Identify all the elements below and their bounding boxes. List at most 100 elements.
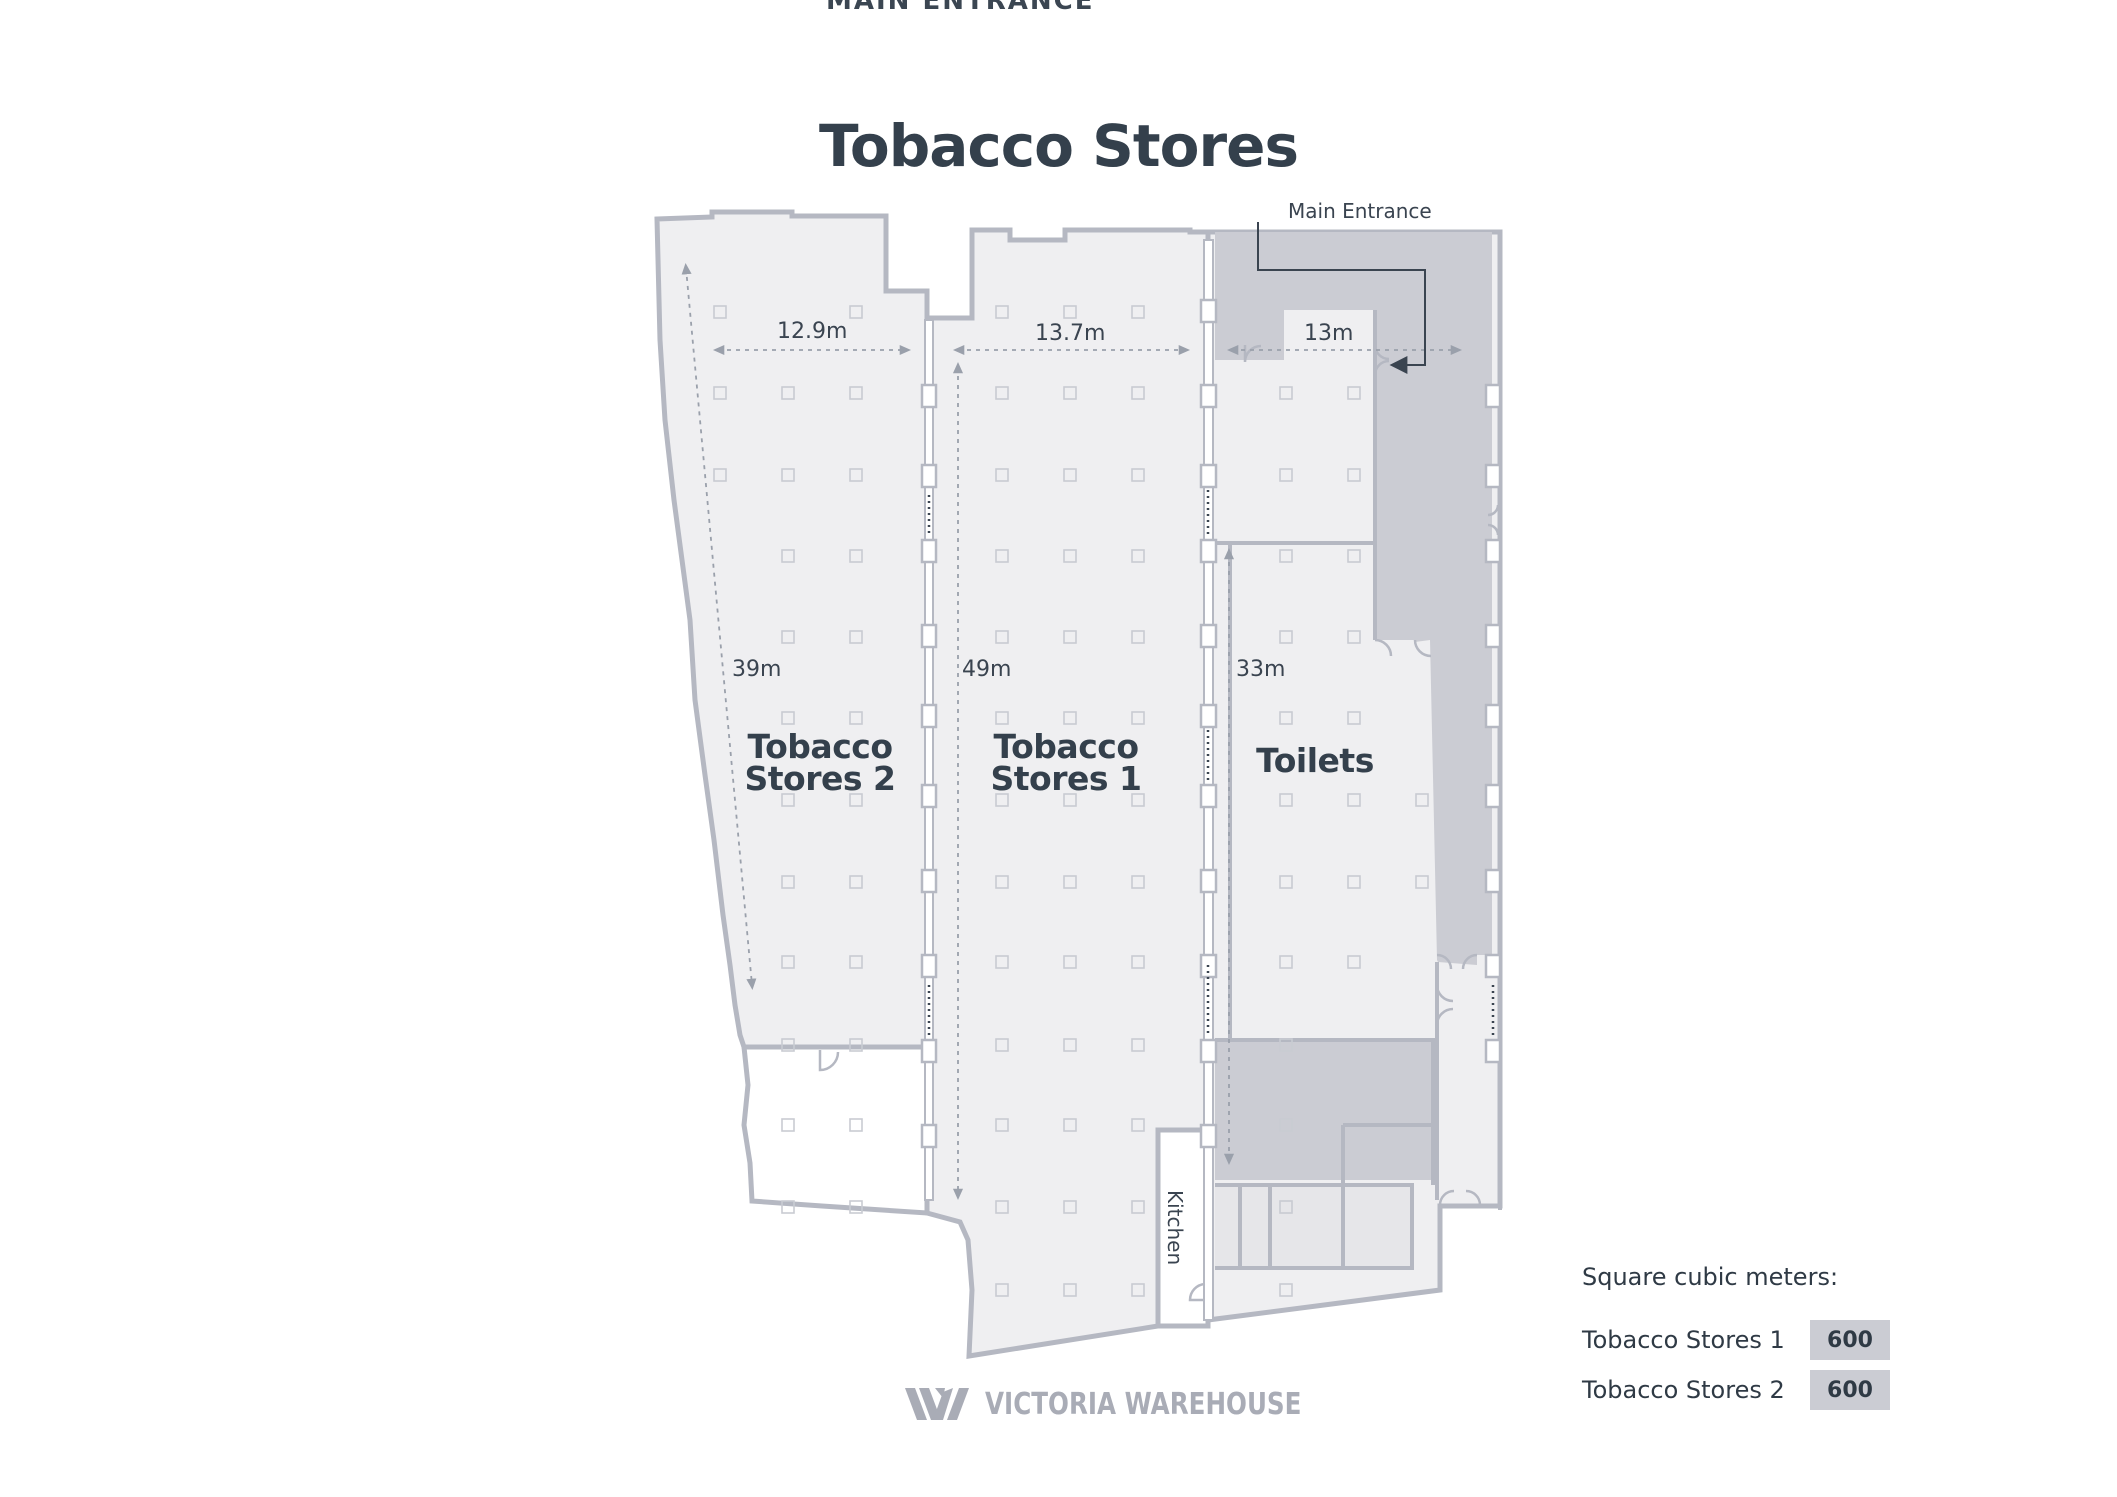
- column-marker: [1063, 1283, 1077, 1297]
- column-marker: [1131, 1283, 1145, 1297]
- column-grid: [713, 305, 1429, 1297]
- column-marker: [849, 793, 863, 807]
- room-label-stores-2-line1: Tobacco: [748, 727, 893, 766]
- column-marker: [1279, 630, 1293, 644]
- legend-row: Tobacco Stores 2 600: [1582, 1365, 1912, 1415]
- legend-heading: Square cubic meters:: [1582, 1263, 1839, 1291]
- column-marker: [849, 711, 863, 725]
- column-marker: [1063, 468, 1077, 482]
- column-marker: [781, 386, 795, 400]
- legend-label: Tobacco Stores 1: [1582, 1326, 1785, 1354]
- legend-row: Tobacco Stores 1 600: [1582, 1315, 1912, 1365]
- column-marker: [1063, 875, 1077, 889]
- column-marker: [995, 955, 1009, 969]
- column-marker: [1279, 549, 1293, 563]
- column-marker: [849, 1200, 863, 1214]
- column-marker: [1131, 386, 1145, 400]
- column-marker: [1347, 630, 1361, 644]
- column-marker: [1063, 386, 1077, 400]
- column-marker: [849, 875, 863, 889]
- column-marker: [849, 549, 863, 563]
- column-marker: [1347, 793, 1361, 807]
- column-marker: [849, 1118, 863, 1132]
- column-marker: [781, 955, 795, 969]
- column-marker: [1063, 1200, 1077, 1214]
- column-marker: [1279, 875, 1293, 889]
- column-marker: [849, 468, 863, 482]
- column-marker: [781, 875, 795, 889]
- column-marker: [1063, 1038, 1077, 1052]
- column-marker: [1347, 386, 1361, 400]
- legend-label: Tobacco Stores 2: [1582, 1376, 1785, 1404]
- column-marker: [1279, 1283, 1293, 1297]
- column-marker: [849, 955, 863, 969]
- service-block: [1215, 1040, 1433, 1180]
- column-marker: [1131, 711, 1145, 725]
- page-title: Tobacco Stores: [819, 112, 1299, 180]
- column-marker: [781, 711, 795, 725]
- dim-toilets-width: 13m: [1304, 321, 1353, 346]
- column-marker: [1063, 305, 1077, 319]
- entrance-path: [1257, 222, 1426, 374]
- partition-wall-right: [1484, 383, 1502, 1064]
- column-marker: [1279, 955, 1293, 969]
- column-marker: [1347, 711, 1361, 725]
- column-marker: [1063, 711, 1077, 725]
- column-marker: [1063, 1118, 1077, 1132]
- room-annex: [741, 1044, 930, 1216]
- column-marker: [1131, 875, 1145, 889]
- column-marker: [849, 305, 863, 319]
- logo: VICTORIA WAREHOUSE: [905, 1384, 1371, 1424]
- column-marker: [1131, 305, 1145, 319]
- logo-mark-icon: [905, 1388, 969, 1420]
- room-label-kitchen: Kitchen: [1163, 1190, 1187, 1265]
- column-marker: [849, 630, 863, 644]
- column-marker: [1279, 1200, 1293, 1214]
- entrance-corridor: [1215, 232, 1492, 965]
- column-marker: [1063, 549, 1077, 563]
- room-label-stores-2-line2: Stores 2: [745, 759, 896, 798]
- column-marker: [781, 793, 795, 807]
- column-marker: [1063, 630, 1077, 644]
- column-marker: [781, 630, 795, 644]
- column-marker: [995, 1038, 1009, 1052]
- column-marker: [1415, 875, 1429, 889]
- column-marker: [849, 386, 863, 400]
- partition-wall-middle: [1199, 239, 1218, 1321]
- column-marker: [1131, 549, 1145, 563]
- column-marker: [995, 630, 1009, 644]
- column-marker: [995, 305, 1009, 319]
- partition-wall-left: [920, 319, 938, 1201]
- dim-stores-1-width: 13.7m: [1035, 321, 1105, 346]
- column-marker: [995, 1200, 1009, 1214]
- column-marker: [849, 1038, 863, 1052]
- column-marker: [1347, 955, 1361, 969]
- legend-value: 600: [1810, 1370, 1890, 1410]
- doors: [818, 344, 1500, 1302]
- column-marker: [995, 711, 1009, 725]
- column-marker: [995, 549, 1009, 563]
- column-marker: [995, 1283, 1009, 1297]
- column-marker: [781, 1200, 795, 1214]
- room-label-stores-1-line2: Stores 1: [991, 759, 1142, 798]
- dim-stores-1-length: 49m: [962, 657, 1011, 682]
- entrance-label: Main Entrance: [1288, 199, 1432, 223]
- column-marker: [1347, 875, 1361, 889]
- column-marker: [995, 468, 1009, 482]
- column-marker: [1131, 1118, 1145, 1132]
- column-marker: [1279, 711, 1293, 725]
- column-marker: [1279, 1038, 1293, 1052]
- column-marker: [1131, 793, 1145, 807]
- column-marker: [1415, 793, 1429, 807]
- column-marker: [1279, 468, 1293, 482]
- column-marker: [1063, 955, 1077, 969]
- column-marker: [1063, 793, 1077, 807]
- room-label-stores-1-line1: Tobacco: [994, 727, 1139, 766]
- column-marker: [781, 549, 795, 563]
- legend-value: 600: [1810, 1320, 1890, 1360]
- column-marker: [1131, 955, 1145, 969]
- dim-stores-2-length: 39m: [732, 657, 781, 682]
- column-marker: [995, 875, 1009, 889]
- column-marker: [1131, 1200, 1145, 1214]
